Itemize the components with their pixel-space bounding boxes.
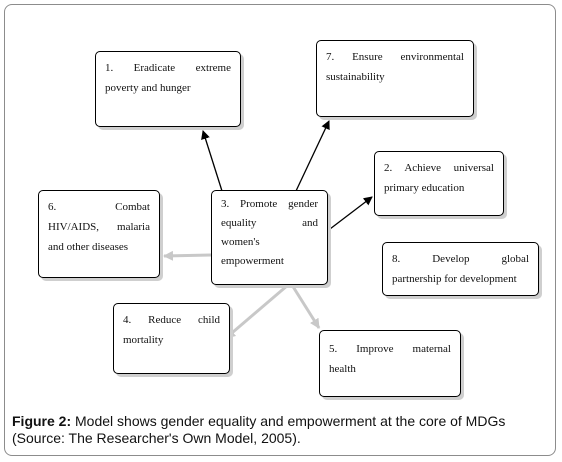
- goal-text-line: and other diseases: [48, 241, 129, 253]
- goal-text-line: 4. Reduce child: [123, 314, 220, 326]
- goal-text-line: 3. Promote gender: [221, 198, 318, 210]
- goal-text-line: 2. Achieve universal: [384, 162, 494, 174]
- goal-box-reduce-child-mortality: 4. Reduce child mortality: [113, 303, 230, 374]
- goal-text-line: empowerment: [221, 255, 284, 267]
- arrow-to-improve-maternal-health: [290, 284, 321, 329]
- caption-line: Figure 2: Model shows gender equality an…: [12, 413, 552, 430]
- goal-box-global-partnership: 8. Develop global partnership for develo…: [382, 242, 539, 296]
- goal-text-line: mortality: [123, 334, 164, 346]
- arrow-to-universal-education: [325, 196, 373, 233]
- goal-text-line: primary education: [384, 182, 465, 194]
- goal-box-eradicate-poverty: 1. Eradicate extreme poverty and hunger: [95, 51, 241, 127]
- figure-caption: Figure 2: Model shows gender equality an…: [12, 413, 552, 447]
- arrow-to-environmental-sustainability: [295, 120, 330, 192]
- goal-box-improve-maternal-health: 5. Improve maternal health: [319, 330, 461, 397]
- caption-source: (Source: The Researcher's Own Model, 200…: [12, 430, 301, 446]
- goal-text-line: equality and: [221, 217, 318, 229]
- goal-text-line: 7. Ensure environmental: [326, 51, 464, 63]
- goal-text-line: sustainability: [326, 71, 385, 83]
- goal-text-line: 6. Combat: [48, 201, 150, 213]
- goal-text-line: 1. Eradicate extreme: [105, 62, 231, 74]
- caption-text: Model shows gender equality and empowerm…: [71, 413, 506, 429]
- arrow-to-eradicate-poverty: [201, 130, 223, 192]
- goal-text-line: poverty and hunger: [105, 82, 191, 94]
- goal-text-line: 8. Develop global: [392, 253, 529, 265]
- arrow-to-combat-hiv: [163, 250, 212, 261]
- goal-box-combat-hiv: 6. Combat HIV/AIDS, malaria and other di…: [38, 190, 160, 278]
- goal-box-gender-equality: 3. Promote gender equality and women's e…: [211, 190, 328, 285]
- goal-box-universal-education: 2. Achieve universal primary education: [374, 151, 504, 216]
- goal-text-line: health: [329, 363, 356, 375]
- caption-label: Figure 2:: [12, 413, 72, 429]
- goal-text-line: HIV/AIDS, malaria: [48, 221, 150, 233]
- goal-text-line: partnership for development: [392, 273, 517, 285]
- goal-box-environmental-sustainability: 7. Ensure environmental sustainability: [316, 40, 474, 117]
- goal-text-line: 5. Improve maternal: [329, 343, 451, 355]
- arrow-to-reduce-child-mortality: [225, 283, 289, 340]
- goal-text-line: women's: [221, 236, 260, 248]
